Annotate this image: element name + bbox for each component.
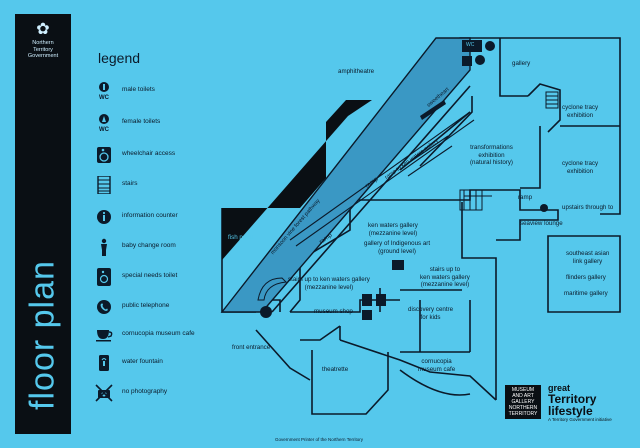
maritime-gallery-label: maritime gallery (564, 290, 608, 297)
legend-label: water fountain (122, 358, 163, 365)
legend-item: public telephone (92, 298, 262, 316)
legend-label: information counter (122, 212, 178, 219)
org-line-2: Territory (33, 46, 53, 53)
indigenous-art-label: gallery of Indigenous art(ground level) (364, 240, 431, 255)
org-line-3: Government (27, 53, 59, 59)
legend-item: baby change room (92, 238, 262, 256)
ramp-label-3: ramp (518, 194, 533, 201)
legend-label: stairs (122, 180, 138, 187)
baby-change-icon (101, 238, 107, 256)
wheelchair-icon (97, 147, 111, 163)
legend-item: water fountain (92, 354, 262, 372)
stairs-icon (97, 176, 111, 194)
brand-great: great (548, 383, 571, 393)
wc-label: WC (466, 42, 475, 48)
upstairs-label: upstairs through to (562, 204, 614, 211)
stairs-map-icons (257, 91, 559, 301)
legend-item: special needs toilet (92, 268, 262, 286)
legend-item: stairs (92, 176, 262, 194)
legend-item: WC male toilets (92, 82, 262, 100)
legend-item: wheelchair access (92, 146, 262, 164)
ramp-ribbon (289, 111, 492, 247)
monsoon-pathway-band (220, 37, 471, 313)
flower-logo-icon: ✿ (36, 21, 50, 38)
special-needs-toilet-icon (97, 268, 111, 286)
nt-government-logo: ✿ Northern Territory Government (25, 22, 61, 60)
gallery-label: gallery (512, 60, 531, 67)
legend-label: public telephone (122, 302, 170, 309)
no-photography-icon (95, 384, 113, 402)
telephone-icon (97, 300, 111, 314)
fish-pond-label: fish pond (228, 234, 254, 241)
map-facility-icons (260, 40, 548, 320)
legend-label: no photography (122, 388, 168, 395)
legend-label: special needs toilet (122, 272, 178, 279)
water-fountain-icon (99, 355, 109, 371)
theatrette-label: theatrette (322, 366, 349, 373)
information-icon (97, 210, 111, 224)
female-toilet-icon: WC (99, 114, 110, 132)
legend-label: cornucopia museum cafe (122, 330, 195, 337)
svg-text:WC: WC (99, 95, 110, 100)
brand-lifestyle: lifestyle (548, 404, 593, 418)
stairs-up-left-label: stairs up to ken waters gallery(mezzanin… (288, 276, 370, 291)
cafe-cup-icon (96, 330, 113, 342)
seaview-lounge-label: seaview lounge (520, 220, 563, 227)
legend-item: information counter (92, 208, 262, 226)
legend-item: WC female toilets (92, 114, 262, 132)
black-wall-block (222, 100, 372, 260)
footer-printer: Government Printer of the Northern Terri… (275, 437, 363, 442)
male-toilet-icon: WC (99, 82, 110, 100)
legend-label: female toilets (122, 118, 161, 125)
great-territory-lifestyle-logo: great Territory lifestyle A Territory Go… (548, 383, 620, 423)
legend-item: no photography (92, 384, 262, 402)
flinders-gallery-label: flinders gallery (566, 274, 606, 281)
legend-label: baby change room (122, 242, 176, 249)
brand-territory: Territory (548, 392, 597, 406)
ken-waters-mezzanine-label: ken waters gallery(mezzanine level) (368, 222, 418, 237)
sidebar-panel: ✿ Northern Territory Government floor pl… (15, 14, 71, 434)
museum-shop-label: museum shop (314, 308, 353, 315)
legend-label: wheelchair access (122, 150, 176, 157)
front-entrance-label: front entrance (232, 344, 271, 351)
org-line-1: Northern (32, 40, 54, 46)
legend-label: male toilets (122, 86, 155, 93)
legend-item: cornucopia museum cafe (92, 326, 262, 344)
svg-text:WC: WC (99, 127, 110, 132)
amphitheatre-label: amphitheatre (338, 68, 375, 75)
brand-tagline: A Territory Government initiative (548, 417, 612, 422)
legend-heading: legend (98, 50, 141, 66)
